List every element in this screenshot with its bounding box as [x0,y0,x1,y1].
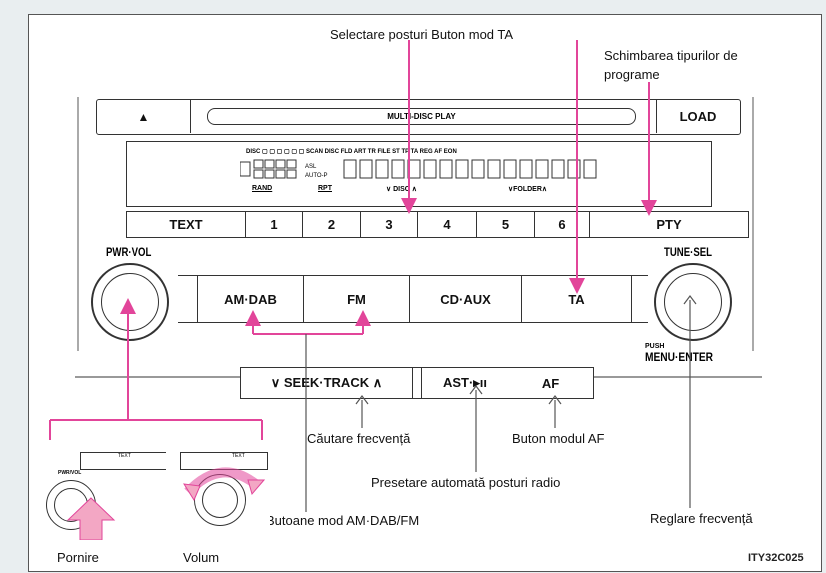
inset-power-text: TEXT [118,453,131,459]
callout-autopreset: Presetare automată posturi radio [371,475,561,490]
seek-divider [413,368,422,398]
ta-button[interactable]: TA [522,276,632,322]
text-label: TEXT [169,217,203,232]
display-folder: ∨FOLDER∧ [508,186,548,193]
inset-power-frame [80,452,166,470]
display-small-labels: ASL AUTO-P [305,164,328,179]
callout-volume: Volum [183,550,220,565]
preset-1-label: 1 [270,217,278,232]
am-dab-label: AM·DAB [224,291,277,307]
display-disc: ∨ DISC ∧ [386,186,417,193]
inset-volume-text: TEXT [232,453,245,459]
preset-3-label: 3 [385,217,393,232]
tune-sel-knob-inner [664,273,722,331]
callout-pty-change: Schimbarea tipurilor de programe [604,48,738,82]
source-button-row: AM·DAB FM CD·AUX TA [178,275,648,323]
preset-4-button[interactable]: 4 [418,212,477,237]
load-label: LOAD [679,109,717,124]
callout-am-fm: Butoane mod AM·DAB/FM [266,513,420,528]
callout-power: Pornire [57,550,99,565]
display-segments [240,159,597,179]
push-arrow-icon [66,497,116,540]
eject-icon: ▲ [137,109,150,124]
inset-volume-knob-inner [202,482,238,518]
load-button[interactable]: LOAD [656,100,739,133]
seek-ast-af-panel: ∨ SEEK·TRACK ∧ AST·▸ıı AF [240,367,594,399]
panel-right-edge [752,97,754,351]
disc-slot: MULTI-DISC PLAY [207,108,636,125]
image-code: ITY32C025 [748,552,804,564]
preset-5-label: 5 [501,217,510,232]
preset-2-button[interactable]: 2 [303,212,361,237]
fm-button[interactable]: FM [304,276,410,322]
callout-tune: Reglare frecvență [650,511,753,526]
seek-track-label: ∨ SEEK·TRACK ∧ [270,375,383,390]
tune-sel-label: TUNE·SEL [664,245,712,259]
af-button[interactable]: AF [508,368,593,398]
panel-left-edge [77,97,79,351]
seek-track-button[interactable]: ∨ SEEK·TRACK ∧ [241,368,413,398]
af-label: AF [541,375,560,391]
ta-label: TA [568,291,585,307]
callout-ta-selection: Selectare posturi Buton mod TA [330,27,514,42]
slot-label: MULTI-DISC PLAY [387,112,456,121]
preset-4-label: 4 [443,217,451,232]
inset-power: TEXT PWR/VOL [38,444,166,540]
preset-3-button[interactable]: 3 [361,212,418,237]
preset-6-button[interactable]: 6 [535,212,590,237]
callout-af: Buton modul AF [512,431,605,446]
pty-label: PTY [656,217,682,232]
tune-sel-knob[interactable] [654,263,732,341]
text-button[interactable]: TEXT [127,212,246,237]
pwr-vol-knob-inner [101,273,159,331]
cd-aux-label: CD·AUX [440,291,491,307]
eject-button[interactable]: ▲ [97,100,191,133]
bottom-panel-line-right [592,376,762,378]
am-dab-button[interactable]: AM·DAB [198,276,304,322]
inset-pwr-label: PWR/VOL [58,470,82,476]
display-indicators: DISC ▢ ▢ ▢ ▢ ▢ ▢ SCAN DISC FLD ART TR FI… [246,149,457,155]
display-rand: RAND [252,185,273,192]
cd-aux-button[interactable]: CD·AUX [410,276,522,322]
fm-label: FM [347,291,366,307]
pty-button[interactable]: PTY [590,212,748,237]
preset-5-button[interactable]: 5 [477,212,535,237]
rotate-arrow-icon [183,467,266,502]
preset-1-button[interactable]: 1 [246,212,303,237]
display-rpt: RPT [318,185,332,192]
preset-6-label: 6 [558,217,566,232]
push-label: PUSH [645,343,665,350]
inset-volume: TEXT [180,444,270,540]
preset-2-label: 2 [327,217,336,232]
pwr-vol-label: PWR·VOL [106,245,152,259]
lcd-display [126,141,712,207]
preset-row: TEXT 1 2 3 4 5 6 PTY [126,211,749,238]
bottom-panel-line-left [75,376,240,378]
source-row-left-cap [178,276,198,322]
menu-enter-label: MENU·ENTER [645,350,713,364]
callout-seek: Căutare frecvență [307,431,411,446]
